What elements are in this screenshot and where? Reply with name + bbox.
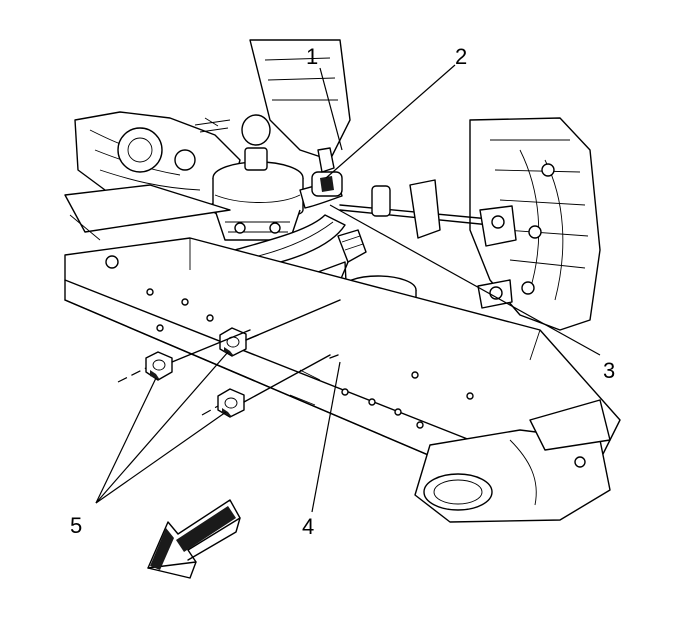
callout-4: 4 [302,514,314,539]
callout-labels: 1 2 3 4 5 [70,44,615,539]
exploded-centerlines [117,299,341,416]
nut-1 [145,351,173,381]
nut-3 [217,388,245,418]
engine-background [74,39,601,331]
frame-crossmember [64,184,621,461]
callout-1: 1 [306,44,318,69]
air-pump-assembly [212,114,343,241]
leader-lines [95,64,601,513]
harness-rod [339,179,517,309]
callout-3: 3 [603,358,615,383]
callout-5: 5 [70,513,82,538]
frame-body-mount [414,399,611,523]
front-direction-arrow-icon [147,499,241,579]
callout-2: 2 [455,44,467,69]
electrical-connector [337,229,367,283]
